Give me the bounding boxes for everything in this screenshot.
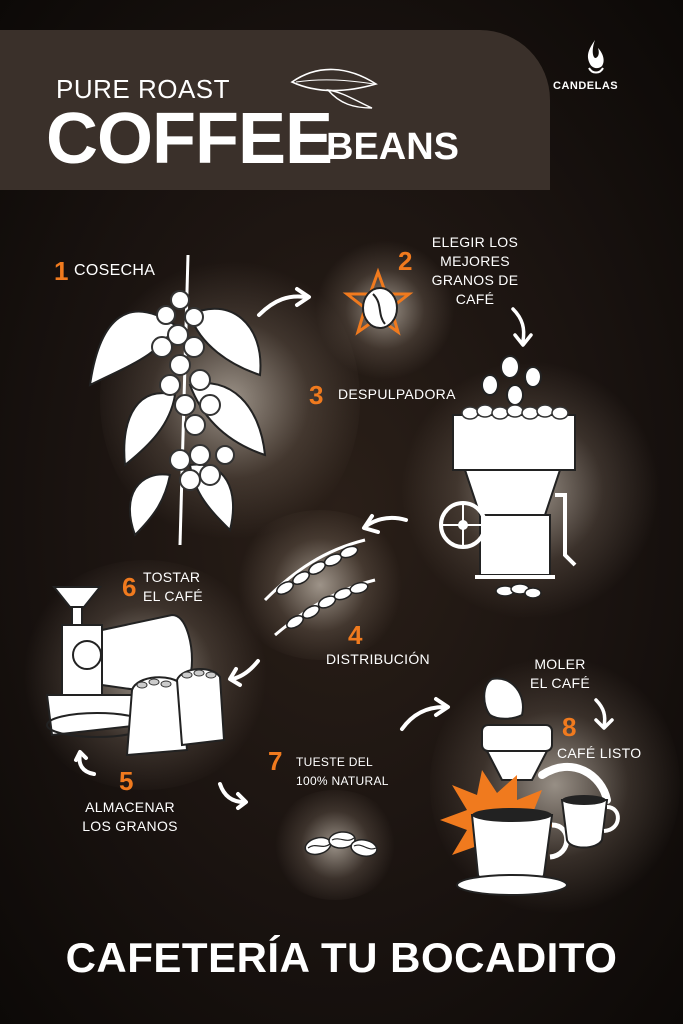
roaster-and-sacks-illustration: [45, 586, 226, 757]
brand-name: CANDELAS: [553, 80, 619, 92]
step-2-label: ELEGIR LOS MEJORES GRANOS DE CAFÉ: [420, 233, 530, 309]
step-4-number: 4: [348, 620, 363, 650]
glow-cups: [430, 650, 680, 920]
grind-step-label-line: MOLER: [534, 656, 586, 672]
header-title: COFFEE: [46, 99, 333, 179]
step-2-label-line: MEJORES: [440, 253, 510, 269]
step-5-label-line: LOS GRANOS: [82, 818, 178, 834]
step-5-label-line: ALMACENAR: [85, 799, 175, 815]
step-2-label-line: CAFÉ: [455, 291, 495, 307]
step-7-label: TUESTE DEL 100% NATURAL: [296, 753, 389, 791]
step-1-number: 1: [54, 256, 69, 286]
step-7-label-line: 100% NATURAL: [296, 774, 389, 788]
step-6-label-line: EL CAFÉ: [143, 588, 203, 604]
header-pre-title: PURE ROAST: [56, 74, 231, 104]
step-8-label: CAFÉ LISTO: [557, 745, 642, 761]
arrow-down-icon: [594, 698, 614, 730]
coffee-leaf-icon: [290, 68, 378, 109]
arrow-curve-icon: [74, 750, 96, 776]
espresso-cups-illustration: [440, 677, 620, 896]
step-6-number: 6: [122, 572, 137, 602]
header-panel: [0, 30, 550, 190]
flame-icon: [587, 40, 604, 74]
step-5-number: 5: [119, 766, 134, 796]
header-title-suffix: BEANS: [326, 126, 460, 168]
step-3-number: 3: [309, 380, 324, 410]
coffee-branch-illustration: [88, 254, 267, 546]
grind-step-label: MOLER EL CAFÉ: [515, 655, 605, 693]
step-5-label: ALMACENAR LOS GRANOS: [70, 798, 190, 836]
step-1-label: COSECHA: [74, 262, 156, 279]
step-8-number: 8: [562, 712, 577, 742]
step-6-label: TOSTAR EL CAFÉ: [143, 568, 203, 606]
arrow-down-icon: [511, 307, 533, 347]
arrow-icon: [257, 287, 311, 317]
step-2-label-line: GRANOS DE: [431, 272, 519, 288]
step-2-number: 2: [398, 246, 413, 276]
roasted-beans-icon: [304, 831, 378, 857]
arrow-down-left-icon: [228, 659, 260, 687]
step-3-label: DESPULPADORA: [338, 386, 456, 402]
selected-bean-star-icon: [342, 267, 414, 336]
footer-title: CAFETERÍA TU BOCADITO: [65, 934, 618, 981]
step-7-number: 7: [268, 746, 283, 776]
pulper-machine-illustration: [439, 355, 577, 599]
step-6-label-line: TOSTAR: [143, 569, 201, 585]
bean-distribution-illustration: [263, 538, 376, 637]
arrow-up-right-icon: [400, 697, 450, 731]
arrow-left-icon: [362, 514, 408, 534]
step-2-label-line: ELEGIR LOS: [431, 234, 519, 250]
arrow-curve-right-icon: [218, 782, 248, 810]
step-7-label-line: TUESTE DEL: [296, 755, 374, 769]
step-4-label: DISTRIBUCIÓN: [326, 651, 430, 667]
grind-step-label-line: EL CAFÉ: [530, 675, 590, 691]
